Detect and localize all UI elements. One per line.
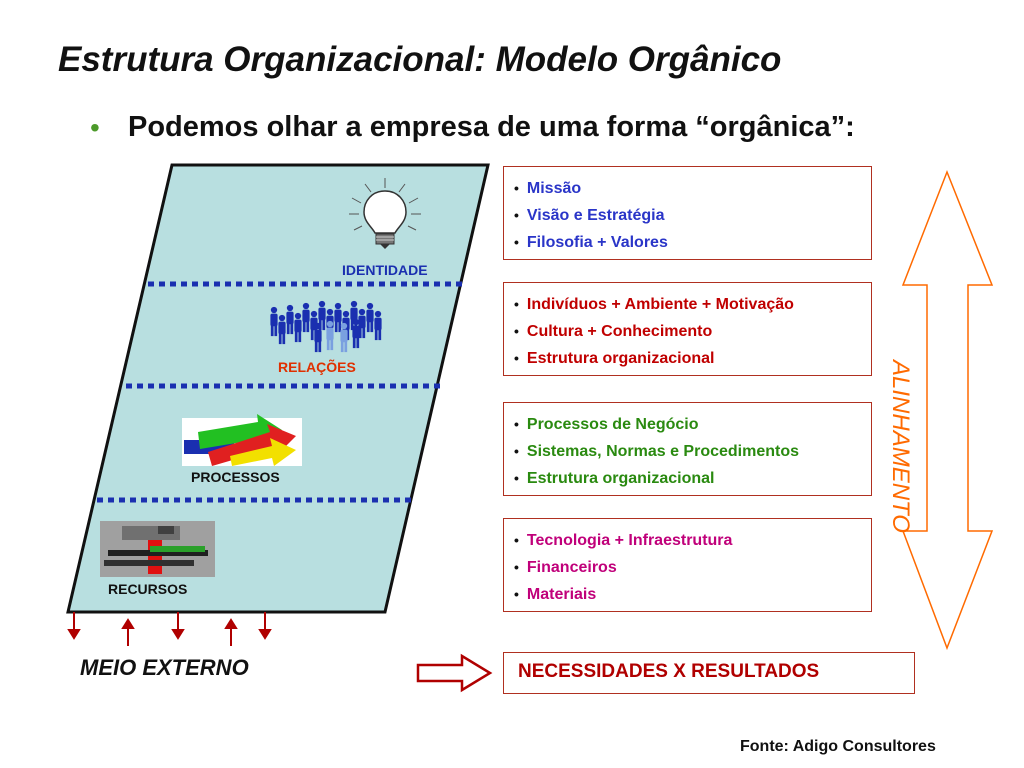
bullet-icon: •: [514, 207, 519, 223]
arrows-icon: [182, 414, 302, 466]
box-item-text: Estrutura organizacional: [526, 350, 715, 367]
box-relacoes: • Indivíduos + Ambiente + Motivação • Cultu…: [503, 282, 872, 376]
box-item-text: Filosofia + Valores: [526, 234, 668, 251]
box-item: • Missão: [514, 175, 871, 202]
box-item-text: Missão: [526, 180, 582, 197]
box-processos: • Processos de Negócio • Sistemas, Normas e…: [503, 402, 872, 496]
box-item-text: Materiais: [526, 586, 597, 603]
box-item: • Sistemas, Normas e Procedimentos: [514, 438, 871, 465]
box-list: • Processos de Negócio • Sistemas, Normas e…: [504, 403, 871, 492]
source-label: Fonte: Adigo Consultores: [740, 738, 936, 755]
bullet-icon: •: [514, 350, 519, 366]
box-list: • Missão • Visão e Estratégia • Filosofia + V…: [504, 167, 871, 256]
bullet-icon: •: [90, 112, 100, 143]
box-item-text: Visão e Estratégia: [526, 207, 665, 224]
box-recursos: • Tecnologia + Infraestrutura • Financeiros…: [503, 518, 872, 612]
bullet-icon: •: [514, 470, 519, 486]
box-item-text: Estrutura organizacional: [526, 470, 715, 487]
tools-icon: [100, 521, 215, 577]
box-item: • Cultura + Conhecimento: [514, 318, 871, 345]
lightbulb-icon: [349, 178, 421, 249]
bullet-icon: •: [514, 296, 519, 312]
layer-label-processos: PROCESSOS: [191, 469, 280, 485]
box-item: • Estrutura organizacional: [514, 465, 871, 492]
box-item-text: Sistemas, Normas e Procedimentos: [526, 443, 800, 460]
alignment-double-arrow: [901, 169, 994, 651]
box-list: • Tecnologia + Infraestrutura • Financeiros…: [504, 519, 871, 608]
result-arrow-icon: [416, 653, 493, 693]
layer-label-identidade: IDENTIDADE: [342, 262, 428, 278]
box-item: • Financeiros: [514, 554, 871, 581]
bullet-icon: •: [514, 416, 519, 432]
bullet-icon: •: [514, 586, 519, 602]
bullet-icon: •: [514, 323, 519, 339]
people-icon: [270, 300, 382, 353]
box-item: • Filosofia + Valores: [514, 229, 871, 256]
box-item: • Materiais: [514, 581, 871, 608]
box-list: • Indivíduos + Ambiente + Motivação • Cultu…: [504, 283, 871, 372]
box-item-text: Cultura + Conhecimento: [526, 323, 713, 340]
layer-label-relacoes: RELAÇÕES: [278, 359, 356, 375]
page-subtitle: Podemos olhar a empresa de uma forma “or…: [128, 111, 855, 143]
result-label: NECESSIDADES X RESULTADOS: [518, 661, 820, 682]
box-item-text: Indivíduos + Ambiente + Motivação: [526, 296, 794, 313]
box-item: • Tecnologia + Infraestrutura: [514, 527, 871, 554]
box-item: • Estrutura organizacional: [514, 345, 871, 372]
box-item-text: Financeiros: [526, 559, 617, 576]
bullet-icon: •: [514, 532, 519, 548]
box-identidade: • Missão • Visão e Estratégia • Filosofia + V…: [503, 166, 872, 260]
external-arrows: [67, 612, 272, 646]
bullet-icon: •: [514, 443, 519, 459]
page-title: Estrutura Organizacional: Modelo Orgânic…: [58, 40, 782, 79]
box-item: • Visão e Estratégia: [514, 202, 871, 229]
box-item: • Processos de Negócio: [514, 411, 871, 438]
layer-label-recursos: RECURSOS: [108, 581, 188, 597]
result-box: [503, 652, 915, 694]
bullet-icon: •: [514, 180, 519, 196]
box-item-text: Tecnologia + Infraestrutura: [526, 532, 733, 549]
alignment-label: ALINHAMENTO: [887, 360, 914, 533]
external-environment-label: MEIO EXTERNO: [80, 655, 249, 680]
bullet-icon: •: [514, 234, 519, 250]
bullet-icon: •: [514, 559, 519, 575]
box-item: • Indivíduos + Ambiente + Motivação: [514, 291, 871, 318]
box-item-text: Processos de Negócio: [526, 416, 699, 433]
